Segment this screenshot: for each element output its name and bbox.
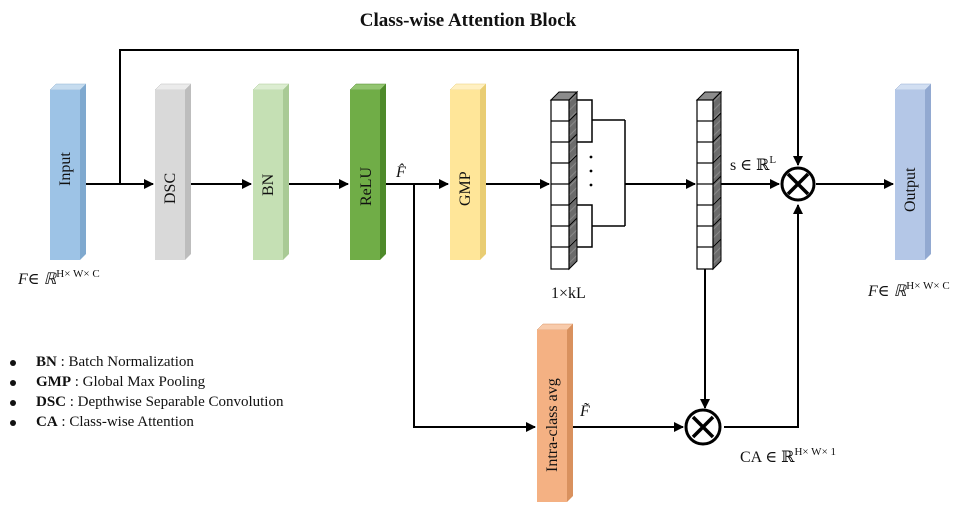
output-block-side <box>925 84 931 260</box>
vector-1xkl-cells <box>551 120 569 248</box>
bullet-icon <box>10 379 16 386</box>
diagram-title: Class-wise Attention Block <box>360 10 577 31</box>
output-block-label: Output <box>902 167 919 212</box>
bn-block-label: BN <box>260 173 277 196</box>
relu-block-face <box>350 90 380 260</box>
input-block-top <box>49 83 87 91</box>
output-dim-label: F∈ ℝH× W× C <box>867 280 950 300</box>
s-dim-label: s ∈ ℝL <box>730 154 776 174</box>
input-block: Input <box>49 83 87 260</box>
intra-class-block-side <box>567 324 573 502</box>
gmp-block-side <box>480 84 486 260</box>
input-block-label: Input <box>57 152 74 186</box>
dsc-block-top <box>154 83 192 91</box>
vector-s-cells <box>697 120 713 248</box>
legend-item-dsc: DSC : Depthwise Separable Convolution <box>10 394 283 411</box>
legend-item-gmp: GMP : Global Max Pooling <box>10 374 205 391</box>
gmp-block-face <box>450 90 480 260</box>
output-block-top <box>894 83 932 91</box>
multiply-operator-top <box>780 166 816 202</box>
bn-block-face <box>253 90 283 260</box>
f-hat-label: F̂ <box>395 162 406 181</box>
input-dim-label: F∈ ℝH× W× C <box>17 268 100 288</box>
input-block-side <box>80 84 86 260</box>
relu-block-top <box>349 83 387 91</box>
skip-connection-line <box>119 49 803 184</box>
bn-block: BN <box>252 83 290 260</box>
relu-block-side <box>380 84 386 260</box>
dsc-block-label: DSC <box>162 173 179 204</box>
input-block-face <box>50 90 80 260</box>
vector-dim-label: 1×kL <box>551 285 586 302</box>
dsc-block: DSC <box>154 83 192 260</box>
output-block: Output <box>894 83 932 260</box>
ca-dim-label: CA ∈ ℝH× W× 1 <box>740 446 836 466</box>
legend-item-ca: CA : Class-wise Attention <box>10 414 194 431</box>
dsc-block-side <box>185 84 191 260</box>
bullet-icon <box>10 419 16 426</box>
arrow-relu-to-intra-class <box>413 184 536 432</box>
bn-block-top <box>252 83 290 91</box>
gmp-block: GMP <box>449 83 487 260</box>
connections <box>86 49 894 432</box>
intra-class-block-top <box>536 323 574 331</box>
ellipsis-dots <box>589 155 593 187</box>
intra-class-block-label: Intra-class avg <box>544 378 561 472</box>
bullet-icon <box>10 359 16 366</box>
vector-s-side-lines <box>712 112 722 248</box>
vector-1xkl-side-lines <box>568 112 578 248</box>
dsc-block-face <box>155 90 185 260</box>
gmp-block-label: GMP <box>457 171 474 206</box>
relu-block-label: ReLU <box>358 166 375 206</box>
grouping-bracket <box>577 99 626 248</box>
vector-s <box>695 90 723 271</box>
legend-item-bn: BN : Batch Normalization <box>10 354 194 371</box>
arrow-ca-to-multiply <box>724 204 803 428</box>
relu-block: ReLU <box>349 83 387 260</box>
bullet-icon <box>10 399 16 406</box>
vector-1xkl <box>549 90 579 271</box>
intra-class-block-face <box>537 330 567 502</box>
f-tilde-label: F̃ <box>579 402 590 420</box>
multiply-operator-bottom <box>684 408 722 446</box>
gmp-block-top <box>449 83 487 91</box>
intra-class-block: Intra-class avg <box>536 323 574 502</box>
output-block-face <box>895 90 925 260</box>
bn-block-side <box>283 84 289 260</box>
